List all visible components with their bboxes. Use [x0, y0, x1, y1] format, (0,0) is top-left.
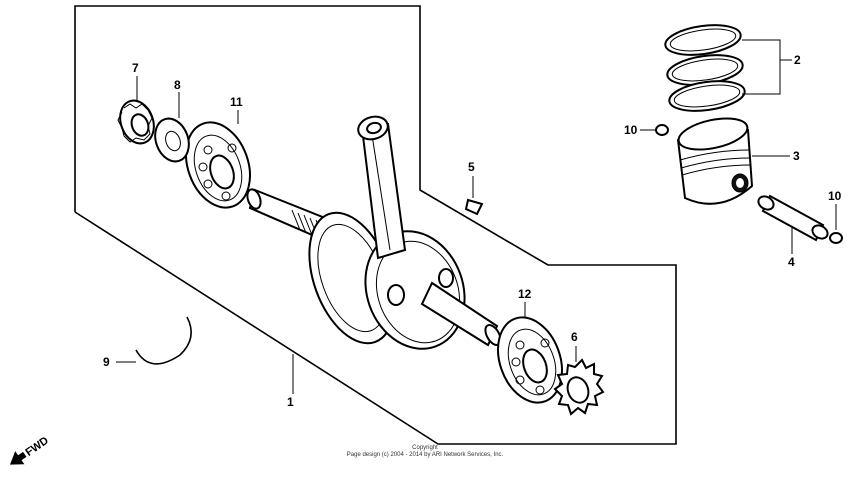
callout-1: 1 [287, 395, 294, 409]
piston-clip-upper[interactable] [655, 124, 669, 136]
arrow-left-icon [9, 451, 27, 465]
piston-clip-right[interactable] [829, 232, 843, 244]
callout-3: 3 [793, 149, 800, 163]
piston[interactable] [676, 113, 754, 205]
woodruff-key[interactable] [464, 198, 484, 216]
piston-pin[interactable] [756, 194, 830, 242]
leader-lines [116, 39, 837, 394]
callout-8: 8 [174, 78, 181, 92]
sprocket-left[interactable] [114, 96, 159, 148]
copyright-notice: Copyright Page design (c) 2004 - 2014 by… [347, 445, 504, 458]
copyright-line-2: Page design (c) 2004 - 2014 by ARI Netwo… [347, 452, 504, 458]
direction-label: FWD [23, 435, 50, 459]
callout-10a: 10 [624, 123, 638, 137]
piston-rings[interactable] [663, 21, 746, 115]
callout-12: 12 [518, 287, 532, 301]
crankshaft[interactable] [245, 113, 504, 362]
callout-4: 4 [788, 255, 795, 269]
forward-direction-indicator: FWD [9, 435, 51, 465]
thrust-clip[interactable] [135, 316, 192, 365]
callout-5: 5 [468, 160, 475, 174]
callout-11: 11 [230, 95, 243, 109]
callout-labels: 1 2 3 4 5 6 7 8 9 10 10 11 12 [103, 53, 842, 409]
sprocket-right[interactable] [553, 358, 605, 416]
callout-10b: 10 [828, 189, 842, 203]
callout-7: 7 [132, 61, 139, 75]
callout-6: 6 [571, 330, 578, 344]
bearing-right[interactable] [487, 308, 573, 411]
copyright-line-1: Copyright [412, 445, 438, 451]
callout-2: 2 [794, 53, 801, 67]
callout-9: 9 [103, 355, 110, 369]
assembly-outline [74, 5, 677, 445]
washer[interactable] [149, 114, 194, 166]
bearing-left[interactable] [175, 113, 261, 216]
